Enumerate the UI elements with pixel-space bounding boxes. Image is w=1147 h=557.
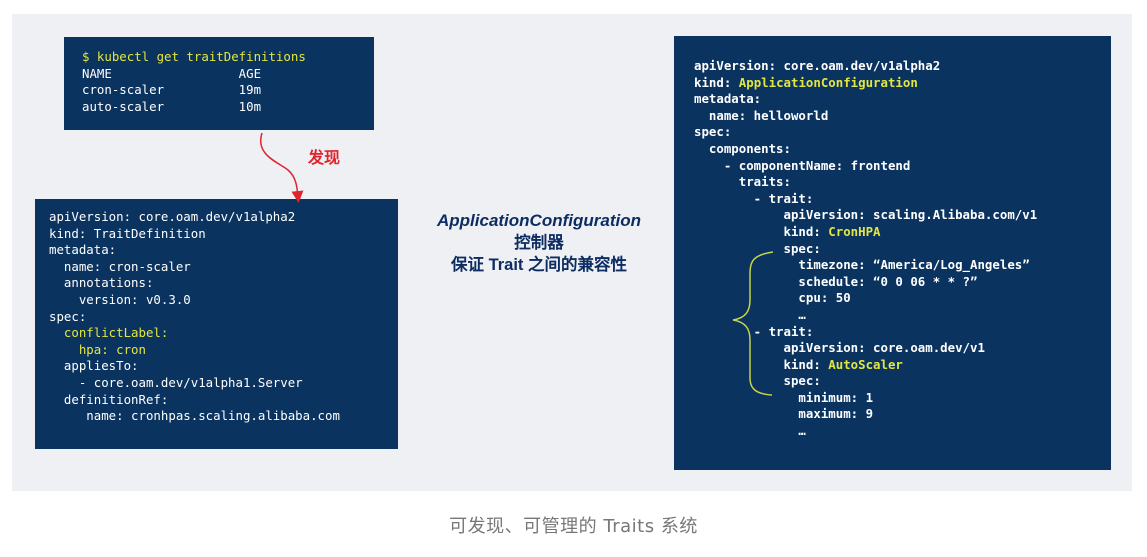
- ac-key: metadata:: [694, 91, 762, 107]
- controller-description: ApplicationConfiguration 控制器 保证 Trait 之间…: [408, 210, 670, 276]
- ac-value: core.oam.dev/v1alpha2: [776, 58, 941, 73]
- td-line: definitionRef:: [49, 391, 169, 407]
- application-configuration-panel: apiVersion: core.oam.dev/v1alpha2 kind: …: [674, 36, 1111, 470]
- ac-ellipsis: …: [694, 423, 806, 439]
- td-conflict-value: hpa: cron: [49, 341, 146, 357]
- ac-key: cpu:: [694, 290, 829, 306]
- td-line: apiVersion: core.oam.dev/v1alpha2: [49, 209, 296, 224]
- ac-key: minimum:: [694, 389, 859, 405]
- ac-key: spec:: [694, 373, 821, 389]
- ac-value: “America/Log_Angeles”: [865, 257, 1030, 273]
- td-line: metadata:: [49, 242, 117, 258]
- td-line: appliesTo:: [49, 358, 139, 374]
- ac-value: 9: [858, 406, 874, 422]
- td-conflict-label: conflictLabel:: [49, 325, 169, 341]
- ac-key: traits:: [694, 174, 791, 190]
- ac-kind-highlight: ApplicationConfiguration: [738, 74, 918, 90]
- controller-title: ApplicationConfiguration: [437, 211, 641, 230]
- ac-value: frontend: [843, 157, 911, 173]
- ac-key: - componentName:: [694, 157, 844, 173]
- ac-key: kind:: [694, 74, 732, 90]
- kubectl-command: $ kubectl get traitDefinitions: [82, 49, 306, 64]
- td-line: name: cron-scaler: [49, 258, 191, 274]
- ac-key: spec:: [694, 124, 732, 140]
- kubectl-header-row: NAME AGE: [82, 65, 262, 81]
- td-line: version: v0.3.0: [49, 291, 191, 307]
- ac-value: scaling.Alibaba.com/v1: [865, 207, 1038, 223]
- kubectl-output-panel: $ kubectl get traitDefinitions NAME AGE …: [64, 37, 374, 130]
- trait-definition-panel: apiVersion: core.oam.dev/v1alpha2 kind: …: [35, 199, 398, 449]
- ac-value: 50: [828, 290, 851, 306]
- compatibility-brace: [732, 251, 774, 396]
- ac-value: 1: [858, 389, 874, 405]
- ac-key: maximum:: [694, 406, 859, 422]
- ac-value: “0 0 06 * * ?”: [865, 273, 978, 289]
- ac-kind-highlight: CronHPA: [828, 223, 881, 239]
- ac-value: helloworld: [746, 107, 829, 123]
- controller-subtitle: 控制器: [514, 234, 564, 252]
- ac-key: timezone:: [694, 257, 866, 273]
- figure-caption: 可发现、可管理的 Traits 系统: [449, 516, 698, 537]
- ac-trait-item: - trait:: [694, 323, 814, 339]
- ac-kind-highlight: AutoScaler: [828, 356, 903, 372]
- td-line: kind: TraitDefinition: [49, 225, 206, 241]
- ac-key: kind:: [694, 223, 821, 239]
- ac-key: name:: [694, 107, 747, 123]
- td-line: - core.oam.dev/v1alpha1.Server: [49, 374, 303, 390]
- ac-key: spec:: [694, 240, 821, 256]
- controller-purpose: 保证 Trait 之间的兼容性: [450, 256, 627, 274]
- ac-key: kind:: [694, 356, 821, 372]
- discover-label: 发现: [308, 148, 341, 167]
- td-line: name: cronhpas.scaling.alibaba.com: [49, 408, 340, 424]
- ac-key: schedule:: [694, 273, 866, 289]
- td-line: spec:: [49, 308, 87, 324]
- ac-value: core.oam.dev/v1: [865, 340, 985, 356]
- kubectl-row-auto-scaler: auto-scaler 10m: [82, 98, 262, 114]
- ac-key: apiVersion:: [694, 207, 866, 223]
- ac-key: apiVersion:: [694, 340, 866, 356]
- kubectl-row-cron-scaler: cron-scaler 19m: [82, 82, 262, 98]
- ac-ellipsis: …: [694, 306, 806, 322]
- ac-key: components:: [694, 140, 791, 156]
- discover-arrow: [259, 132, 304, 203]
- ac-trait-item: - trait:: [694, 190, 814, 206]
- td-line: annotations:: [49, 275, 154, 291]
- ac-key: apiVersion:: [694, 58, 777, 73]
